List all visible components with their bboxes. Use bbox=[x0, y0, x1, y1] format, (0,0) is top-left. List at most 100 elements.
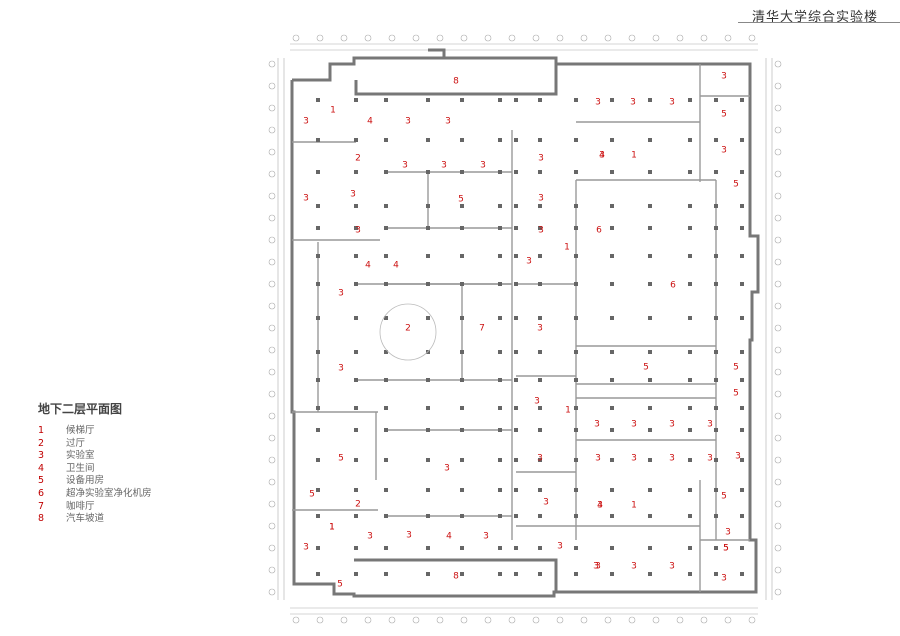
grid-axis-marker bbox=[268, 170, 276, 178]
column bbox=[354, 170, 358, 174]
column bbox=[460, 406, 464, 410]
column bbox=[460, 226, 464, 230]
column bbox=[648, 546, 652, 550]
column bbox=[740, 138, 744, 142]
column bbox=[460, 254, 464, 258]
column bbox=[384, 226, 388, 230]
grid-axis-marker bbox=[556, 616, 564, 624]
column bbox=[460, 138, 464, 142]
room-number-label: 2 bbox=[355, 500, 361, 510]
column bbox=[426, 282, 430, 286]
grid-axis-marker bbox=[292, 34, 300, 42]
column bbox=[648, 428, 652, 432]
legend-title: 地下二层平面图 bbox=[38, 402, 123, 416]
column bbox=[688, 514, 692, 518]
column bbox=[316, 458, 320, 462]
column bbox=[740, 226, 744, 230]
column bbox=[316, 428, 320, 432]
column bbox=[384, 572, 388, 576]
grid-axis-marker bbox=[774, 456, 782, 464]
column bbox=[498, 350, 502, 354]
grid-axis-marker bbox=[774, 544, 782, 552]
column bbox=[514, 170, 518, 174]
column bbox=[740, 428, 744, 432]
column bbox=[740, 316, 744, 320]
column bbox=[460, 572, 464, 576]
room-number-label: 3 bbox=[631, 454, 637, 464]
column bbox=[538, 282, 542, 286]
room-number-label: 3 bbox=[631, 562, 637, 572]
room-number-label: 3 bbox=[721, 146, 727, 156]
grid-axis-marker bbox=[460, 34, 468, 42]
column bbox=[354, 226, 358, 230]
column bbox=[538, 378, 542, 382]
room-number-label: 1 bbox=[631, 151, 637, 161]
column bbox=[610, 282, 614, 286]
room-number-label: 4 bbox=[393, 261, 399, 271]
grid-axis-marker bbox=[604, 34, 612, 42]
room-number-label: 4 bbox=[597, 501, 603, 511]
legend-item-number: 3 bbox=[38, 450, 45, 462]
column bbox=[316, 488, 320, 492]
column bbox=[610, 138, 614, 142]
grid-axis-marker bbox=[268, 346, 276, 354]
grid-axis-marker bbox=[268, 302, 276, 310]
column bbox=[538, 488, 542, 492]
column bbox=[460, 316, 464, 320]
room-number-label: 5 bbox=[723, 544, 729, 554]
column bbox=[610, 406, 614, 410]
room-number-label: 1 bbox=[329, 523, 335, 533]
legend-item-label: 汽车坡道 bbox=[66, 513, 105, 525]
column bbox=[514, 406, 518, 410]
room-number-label: 5 bbox=[721, 110, 727, 120]
column bbox=[574, 282, 578, 286]
column bbox=[514, 458, 518, 462]
column bbox=[714, 170, 718, 174]
room-number-label: 3 bbox=[441, 161, 447, 171]
grid-axis-marker bbox=[676, 34, 684, 42]
column bbox=[610, 488, 614, 492]
legend-item-label: 过厅 bbox=[66, 437, 86, 449]
column bbox=[740, 204, 744, 208]
column bbox=[426, 428, 430, 432]
room-number-label: 3 bbox=[631, 420, 637, 430]
column bbox=[498, 572, 502, 576]
column bbox=[514, 282, 518, 286]
column bbox=[648, 488, 652, 492]
legend-item-label: 实验室 bbox=[66, 450, 95, 462]
room-number-label: 3 bbox=[303, 543, 309, 553]
column bbox=[354, 546, 358, 550]
room-number-label: 3 bbox=[595, 98, 601, 108]
room-number-label: 3 bbox=[402, 161, 408, 171]
room-number-label: 3 bbox=[669, 98, 675, 108]
column bbox=[648, 98, 652, 102]
room-number-label: 3 bbox=[725, 528, 731, 538]
room-number-label: 3 bbox=[595, 454, 601, 464]
column bbox=[514, 204, 518, 208]
column bbox=[610, 350, 614, 354]
column bbox=[316, 406, 320, 410]
column bbox=[610, 226, 614, 230]
column bbox=[426, 226, 430, 230]
column bbox=[688, 204, 692, 208]
room-number-label: 3 bbox=[538, 154, 544, 164]
column bbox=[498, 170, 502, 174]
column bbox=[688, 428, 692, 432]
grid-axis-marker bbox=[316, 616, 324, 624]
grid-axis-marker bbox=[484, 616, 492, 624]
interior-walls bbox=[292, 64, 750, 592]
column bbox=[714, 378, 718, 382]
column bbox=[714, 138, 718, 142]
column bbox=[316, 282, 320, 286]
room-number-label: 3 bbox=[735, 452, 741, 462]
column bbox=[460, 488, 464, 492]
room-number-label: 7 bbox=[479, 324, 485, 334]
column bbox=[648, 316, 652, 320]
column bbox=[574, 406, 578, 410]
column bbox=[688, 378, 692, 382]
room-number-label: 3 bbox=[338, 289, 344, 299]
